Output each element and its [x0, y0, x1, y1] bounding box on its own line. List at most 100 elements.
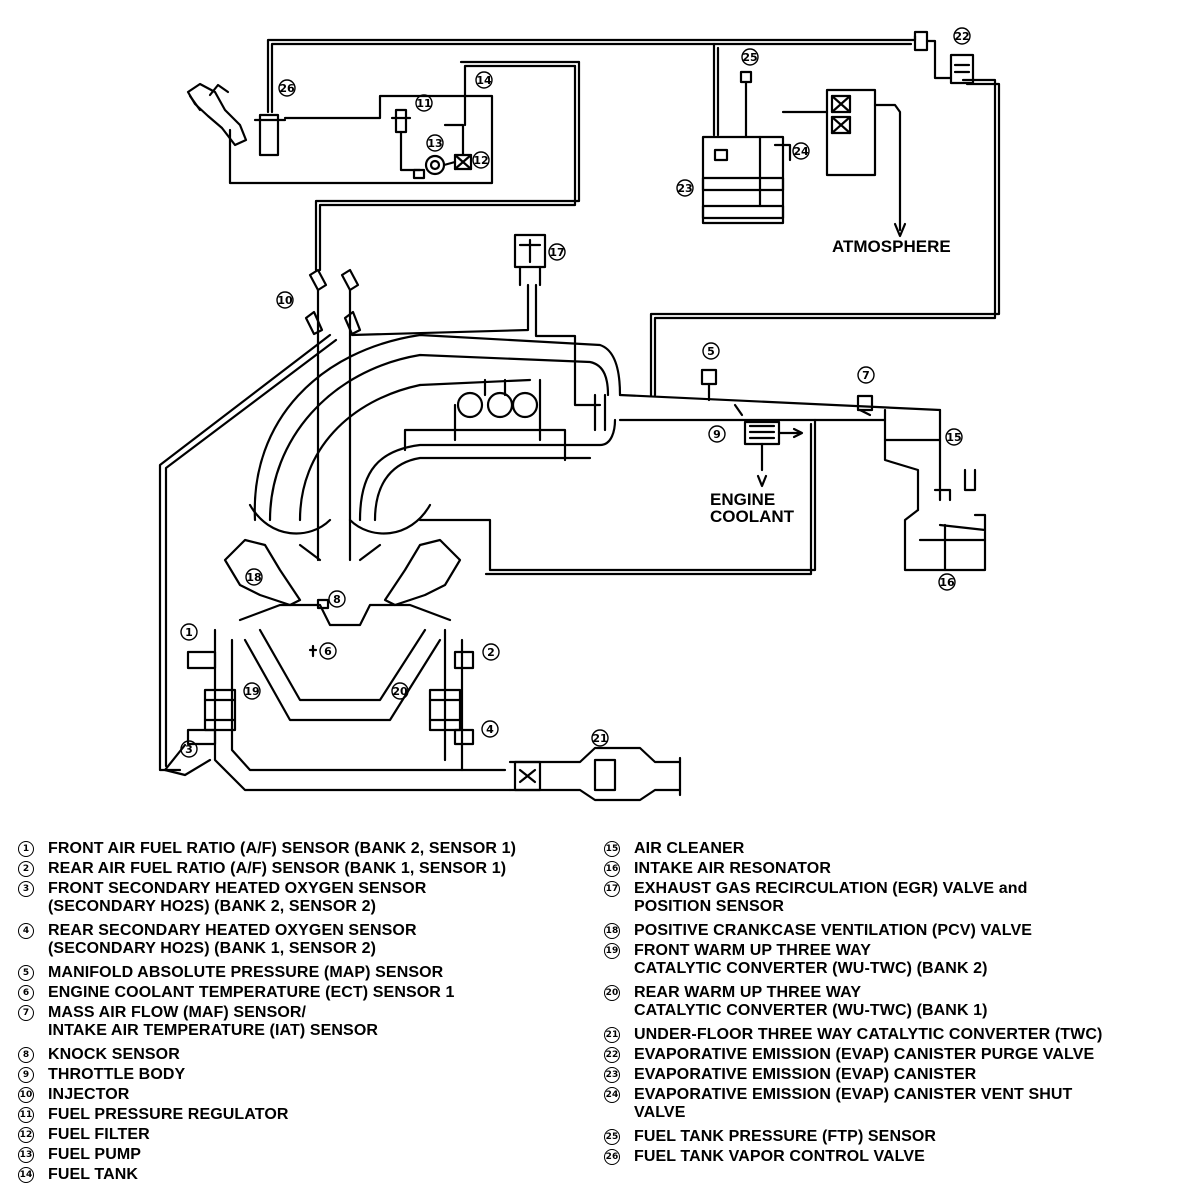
underfloor-converter	[508, 746, 682, 802]
callout-6: 6	[324, 645, 332, 658]
legend-text: REAR WARM UP THREE WAY CATALYTIC CONVERT…	[634, 984, 988, 1019]
legend-number: 9	[18, 1067, 34, 1083]
legend-text: POSITIVE CRANKCASE VENTILATION (PCV) VAL…	[634, 922, 1033, 939]
legend-text: ENGINE COOLANT TEMPERATURE (ECT) SENSOR …	[48, 984, 455, 1001]
callout-13: 13	[427, 137, 442, 150]
engine-coolant-label-line1: ENGINE	[710, 490, 775, 509]
vacuum-hoses	[158, 333, 338, 772]
egr-valve	[350, 233, 602, 407]
legend-text: KNOCK SENSOR	[48, 1046, 180, 1063]
legend-text: FRONT WARM UP THREE WAY CATALYTIC CONVER…	[634, 942, 988, 977]
vapor-lines	[266, 34, 1001, 397]
legend-text: INTAKE AIR RESONATOR	[634, 860, 831, 877]
legend-number: 21	[604, 1027, 620, 1043]
callout-19: 19	[244, 685, 259, 698]
legend-number: 22	[604, 1047, 620, 1063]
fuel-filler-assembly	[186, 82, 494, 185]
legend-item: 5 MANIFOLD ABSOLUTE PRESSURE (MAP) SENSOR	[18, 964, 598, 982]
legend-text: EVAPORATIVE EMISSION (EVAP) CANISTER VEN…	[634, 1086, 1073, 1121]
callout-11: 11	[416, 97, 431, 110]
callout-12: 12	[473, 154, 488, 167]
legend-text: FRONT SECONDARY HEATED OXYGEN SENSOR (SE…	[48, 880, 427, 915]
atmosphere-label: ATMOSPHERE	[832, 237, 951, 256]
legend-number: 18	[604, 923, 620, 939]
legend-number: 4	[18, 923, 34, 939]
legend-number: 24	[604, 1087, 620, 1103]
legend-item: 23 EVAPORATIVE EMISSION (EVAP) CANISTER	[604, 1066, 1174, 1084]
legend-text: FUEL TANK PRESSURE (FTP) SENSOR	[634, 1128, 937, 1145]
callout-9: 9	[713, 428, 721, 441]
intake-duct	[418, 368, 942, 576]
legend-text: REAR AIR FUEL RATIO (A/F) SENSOR (BANK 1…	[48, 860, 507, 877]
legend-text: FUEL TANK VAPOR CONTROL VALVE	[634, 1148, 925, 1165]
callout-21: 21	[592, 732, 607, 745]
callout-5: 5	[707, 345, 715, 358]
callout-25: 25	[742, 51, 757, 64]
evap-canister	[701, 70, 907, 238]
legend-text: EVAPORATIVE EMISSION (EVAP) CANISTER PUR…	[634, 1046, 1095, 1063]
legend-text: MASS AIR FLOW (MAF) SENSOR/ INTAKE AIR T…	[48, 1004, 379, 1039]
legend-item: 20 REAR WARM UP THREE WAY CATALYTIC CONVE…	[604, 984, 1174, 1020]
fuel-tank-internals	[390, 108, 473, 180]
callout-4: 4	[486, 723, 494, 736]
legend-number: 1	[18, 841, 34, 857]
engine-coolant-label-line2: COOLANT	[710, 507, 795, 526]
legend-item: 16 INTAKE AIR RESONATOR	[604, 860, 1174, 878]
engine-block	[223, 503, 462, 722]
legend-number: 5	[18, 965, 34, 981]
legend-number: 25	[604, 1129, 620, 1145]
legend-item: 25 FUEL TANK PRESSURE (FTP) SENSOR	[604, 1128, 1174, 1146]
legend-text: FUEL PUMP	[48, 1146, 142, 1163]
air-cleaner	[883, 408, 987, 572]
callout-16: 16	[939, 576, 955, 589]
injectors	[304, 268, 362, 562]
callout-8: 8	[333, 593, 341, 606]
callout-26: 26	[279, 82, 295, 95]
intake-manifold	[253, 333, 622, 522]
legend-number: 16	[604, 861, 620, 877]
legend-number: 23	[604, 1067, 620, 1083]
callout-7: 7	[862, 369, 870, 382]
legend-text: FRONT AIR FUEL RATIO (A/F) SENSOR (BANK …	[48, 840, 517, 857]
legend-number: 2	[18, 861, 34, 877]
callout-1: 1	[185, 626, 193, 639]
legend-item: 18 POSITIVE CRANKCASE VENTILATION (PCV) V…	[604, 922, 1174, 940]
legend-item: 22 EVAPORATIVE EMISSION (EVAP) CANISTER P…	[604, 1046, 1174, 1064]
exhaust-system	[163, 628, 512, 792]
legend-number: 12	[18, 1127, 34, 1143]
legend-item: 24 EVAPORATIVE EMISSION (EVAP) CANISTER V…	[604, 1086, 1174, 1122]
legend-item: 4 REAR SECONDARY HEATED OXYGEN SENSOR (SE…	[18, 922, 598, 958]
callout-22: 22	[954, 30, 969, 43]
legend-text: EVAPORATIVE EMISSION (EVAP) CANISTER	[634, 1066, 977, 1083]
legend-number: 20	[604, 985, 620, 1001]
purge-valve	[913, 30, 975, 85]
legend-item: 8 KNOCK SENSOR	[18, 1046, 598, 1064]
legend-number: 17	[604, 881, 620, 897]
engine-emission-diagram: 1 2 3 4 5 6 7 8 9 10 11 12 13 14 15 16 1…	[158, 27, 1001, 802]
legend-item: 1 FRONT AIR FUEL RATIO (A/F) SENSOR (BANK…	[18, 840, 598, 858]
legend-item: 17 EXHAUST GAS RECIRCULATION (EGR) VALVE …	[604, 880, 1174, 916]
legend-text: EXHAUST GAS RECIRCULATION (EGR) VALVE an…	[634, 880, 1028, 915]
legend-text: AIR CLEANER	[634, 840, 745, 857]
callout-23: 23	[677, 182, 692, 195]
legend-number: 8	[18, 1047, 34, 1063]
legend-number: 10	[18, 1087, 34, 1103]
legend-text: REAR SECONDARY HEATED OXYGEN SENSOR (SEC…	[48, 922, 417, 957]
legend-text: MANIFOLD ABSOLUTE PRESSURE (MAP) SENSOR	[48, 964, 444, 981]
callout-2: 2	[487, 646, 495, 659]
callout-numbers: 1 2 3 4 5 6 7 8 9 10 11 12 13 14 15 16 1…	[185, 30, 969, 756]
callout-14: 14	[476, 74, 492, 87]
legend-text: FUEL TANK	[48, 1166, 139, 1183]
